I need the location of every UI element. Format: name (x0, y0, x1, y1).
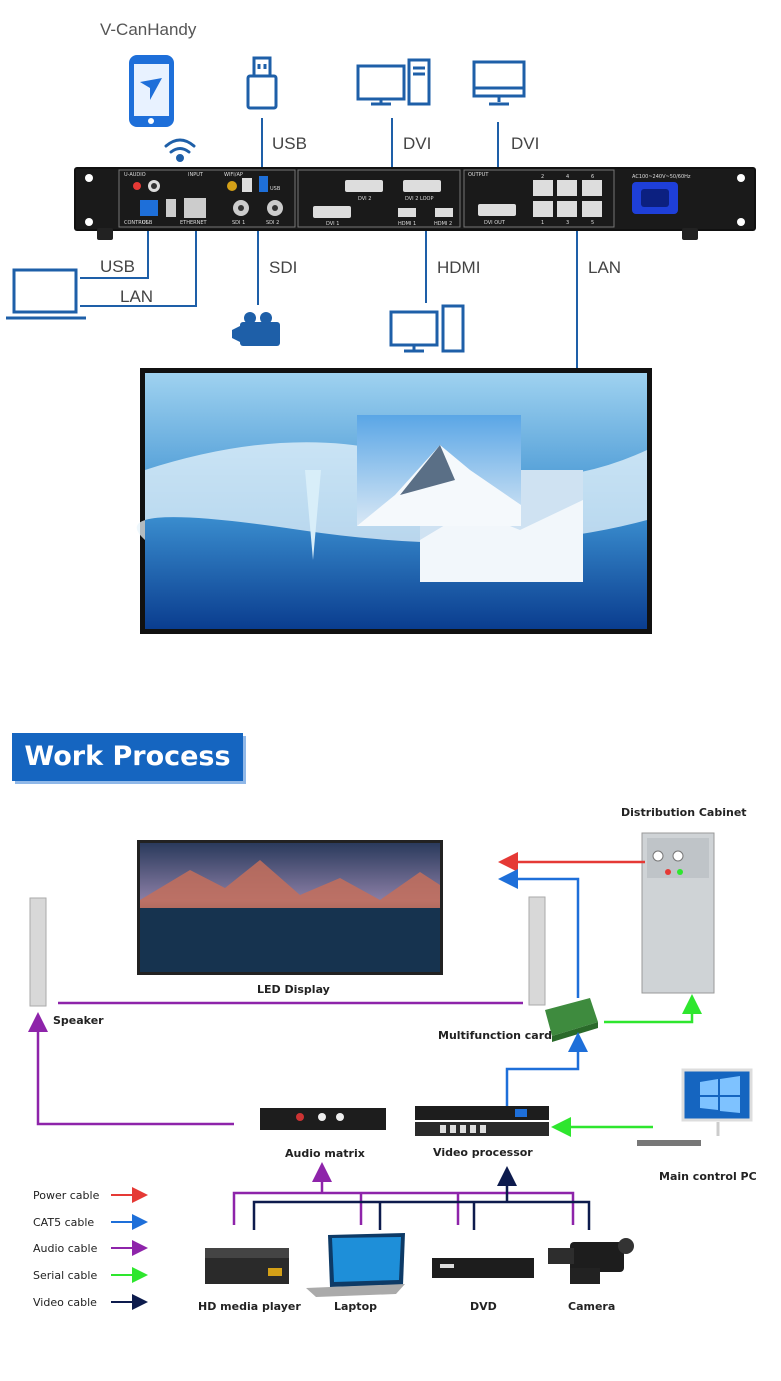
panel-hdmi2: HDMI 2 (434, 221, 452, 227)
camera-device (548, 1238, 634, 1284)
laptop-icon (6, 268, 86, 320)
usb-label: USB (272, 134, 307, 153)
legend-cat5-cable: CAT5 cable (33, 1216, 95, 1229)
video-processor-device (74, 167, 756, 240)
multifunction-card-label: Multifunction card (438, 1029, 553, 1042)
panel-wifi: WIFI/AP (224, 172, 243, 178)
work-process-title: Work Process (12, 733, 243, 781)
hd-media-player (205, 1248, 289, 1284)
panel-dvi2: DVI 2 (358, 196, 371, 202)
panel-port-5: 5 (591, 220, 594, 226)
panel-usb2: USB (142, 220, 153, 226)
brand-label: V-CanHandy (100, 20, 197, 39)
legend-arrows (111, 1187, 148, 1310)
panel-input: INPUT (188, 172, 204, 178)
panel-sdi2: SDI 2 (266, 220, 279, 226)
legend-serial-cable: Serial cable (33, 1269, 98, 1282)
legend-power-cable: Power cable (33, 1189, 100, 1202)
work-process-diagram (28, 832, 753, 1310)
connection-diagram (6, 55, 756, 634)
panel-sdi1: SDI 1 (232, 220, 245, 226)
panel-dvi1: DVI 1 (326, 221, 339, 227)
hdmi-desktop-icon (389, 304, 465, 353)
legend-video-cable: Video cable (33, 1296, 97, 1309)
audio-matrix-label: Audio matrix (285, 1147, 365, 1160)
panel-port-6: 6 (591, 174, 594, 180)
camera-label: Camera (568, 1300, 616, 1313)
dvi-label-2: DVI (511, 134, 540, 153)
monitor-icon (472, 60, 526, 106)
panel-power: AC100~240V~50/60Hz (632, 174, 691, 180)
panel-port-4: 4 (566, 174, 569, 180)
video-processor-label: Video processor (433, 1146, 533, 1159)
panel-usb: USB (270, 186, 281, 192)
dvi-label-1: DVI (403, 134, 432, 153)
desktop-pc-icon (356, 58, 431, 106)
hdmi-label: HDMI (437, 258, 481, 277)
panel-hdmi1: HDMI 1 (398, 221, 416, 227)
led-display-image (137, 840, 443, 975)
multifunction-card (545, 998, 598, 1042)
main-control-pc-label: Main control PC (659, 1170, 757, 1183)
distribution-cabinet-label: Distribution Cabinet (621, 806, 747, 819)
panel-output: OUTPUT (468, 172, 489, 178)
speaker-left (29, 897, 47, 1007)
panel-dvi-out: DVI OUT (484, 220, 506, 226)
panel-labels: U-AUDIO INPUT WIFI/AP USB CONTROL USB ET… (124, 172, 691, 227)
led-screen (136, 368, 652, 634)
legend-audio-cable: Audio cable (33, 1242, 98, 1255)
usb-drive-icon (246, 56, 278, 110)
audio-matrix-device (260, 1108, 386, 1130)
laptop-device (306, 1233, 405, 1297)
panel-ethernet: ETHERNET (180, 220, 208, 226)
connection-lines (80, 118, 578, 368)
speaker-label: Speaker (53, 1014, 104, 1027)
dvd-label: DVD (470, 1300, 497, 1313)
panel-port-2: 2 (541, 174, 544, 180)
hd-media-player-label: HD media player (198, 1300, 301, 1313)
dvd-player (432, 1258, 534, 1278)
led-display-label: LED Display (257, 983, 330, 996)
panel-port-3: 3 (566, 220, 569, 226)
lan-label-left: LAN (120, 287, 154, 306)
panel-dvi2-loop: DVI 2 LOOP (405, 196, 434, 202)
video-camera-icon (232, 312, 280, 346)
sdi-label: SDI (269, 258, 298, 277)
panel-u-audio: U-AUDIO (124, 172, 146, 178)
laptop-label: Laptop (334, 1300, 377, 1313)
distribution-cabinet (641, 832, 715, 994)
panel-port-1: 1 (541, 220, 544, 226)
wifi-icon (164, 138, 196, 162)
speaker-right (528, 896, 546, 1006)
panel-control: CONTROL (124, 220, 149, 226)
main-control-pc (637, 1068, 753, 1146)
phone-icon (129, 55, 174, 127)
video-processor (415, 1106, 549, 1136)
lan-label-right: LAN (588, 258, 622, 277)
usb-label-bottom: USB (100, 257, 135, 276)
